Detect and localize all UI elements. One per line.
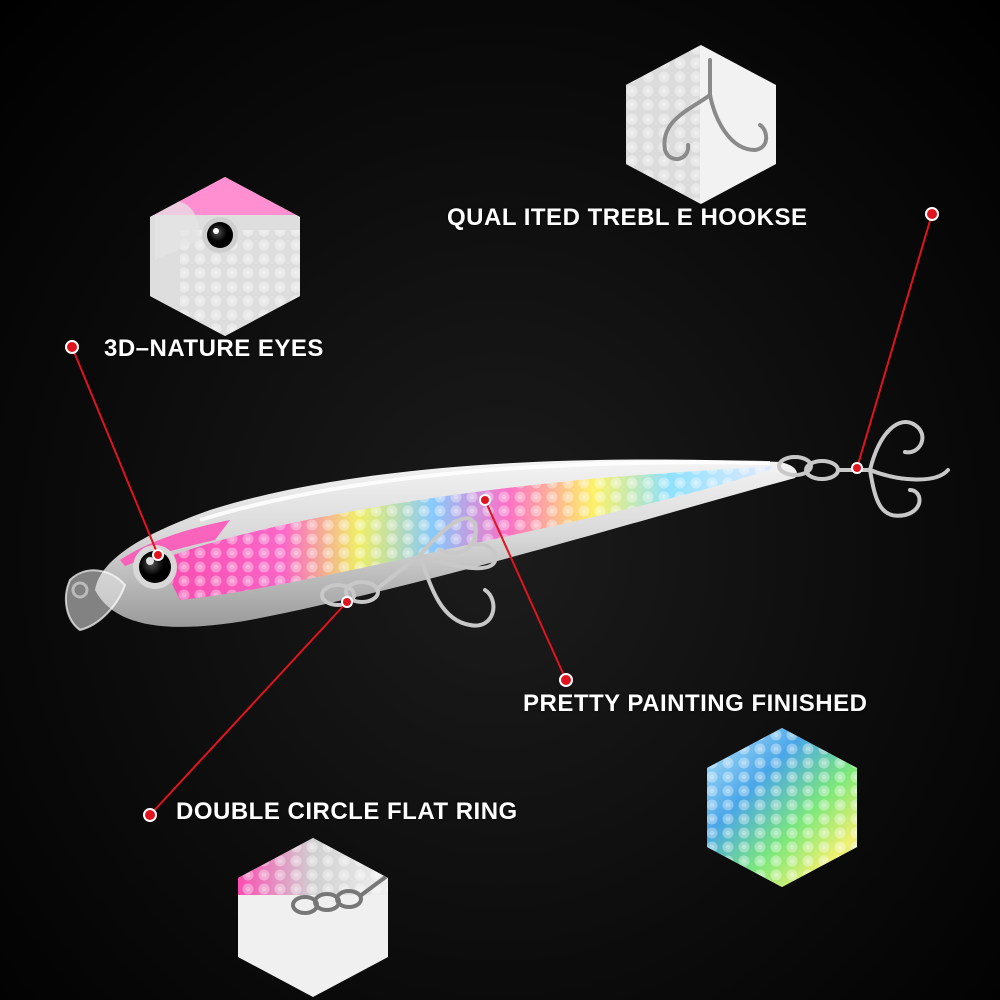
fishing-lure [64,459,797,632]
callout-painting-finish: PRETTY PAINTING FINISHED [523,690,868,717]
hook-detail-inset [626,45,776,204]
ring-dot-icon [143,808,157,822]
ring-detail-inset [238,838,388,997]
callout-dots [65,207,939,822]
hooks-dot-icon [925,207,939,221]
callout-flat-ring: DOUBLE CIRCLE FLAT RING [176,798,518,825]
painting-detail-inset [707,728,857,887]
eye-detail-inset [150,177,300,336]
tail-treble-hook-icon [777,420,950,518]
belly-treble-hook-icon [320,516,498,628]
painting-dot-icon [559,673,573,687]
eyes-dot-icon [65,340,79,354]
leader-lines [71,213,933,816]
callout-3d-eyes: 3D–NATURE EYES [104,335,324,362]
callout-treble-hooks: QUAL ITED TREBL E HOOKSE [447,204,808,231]
